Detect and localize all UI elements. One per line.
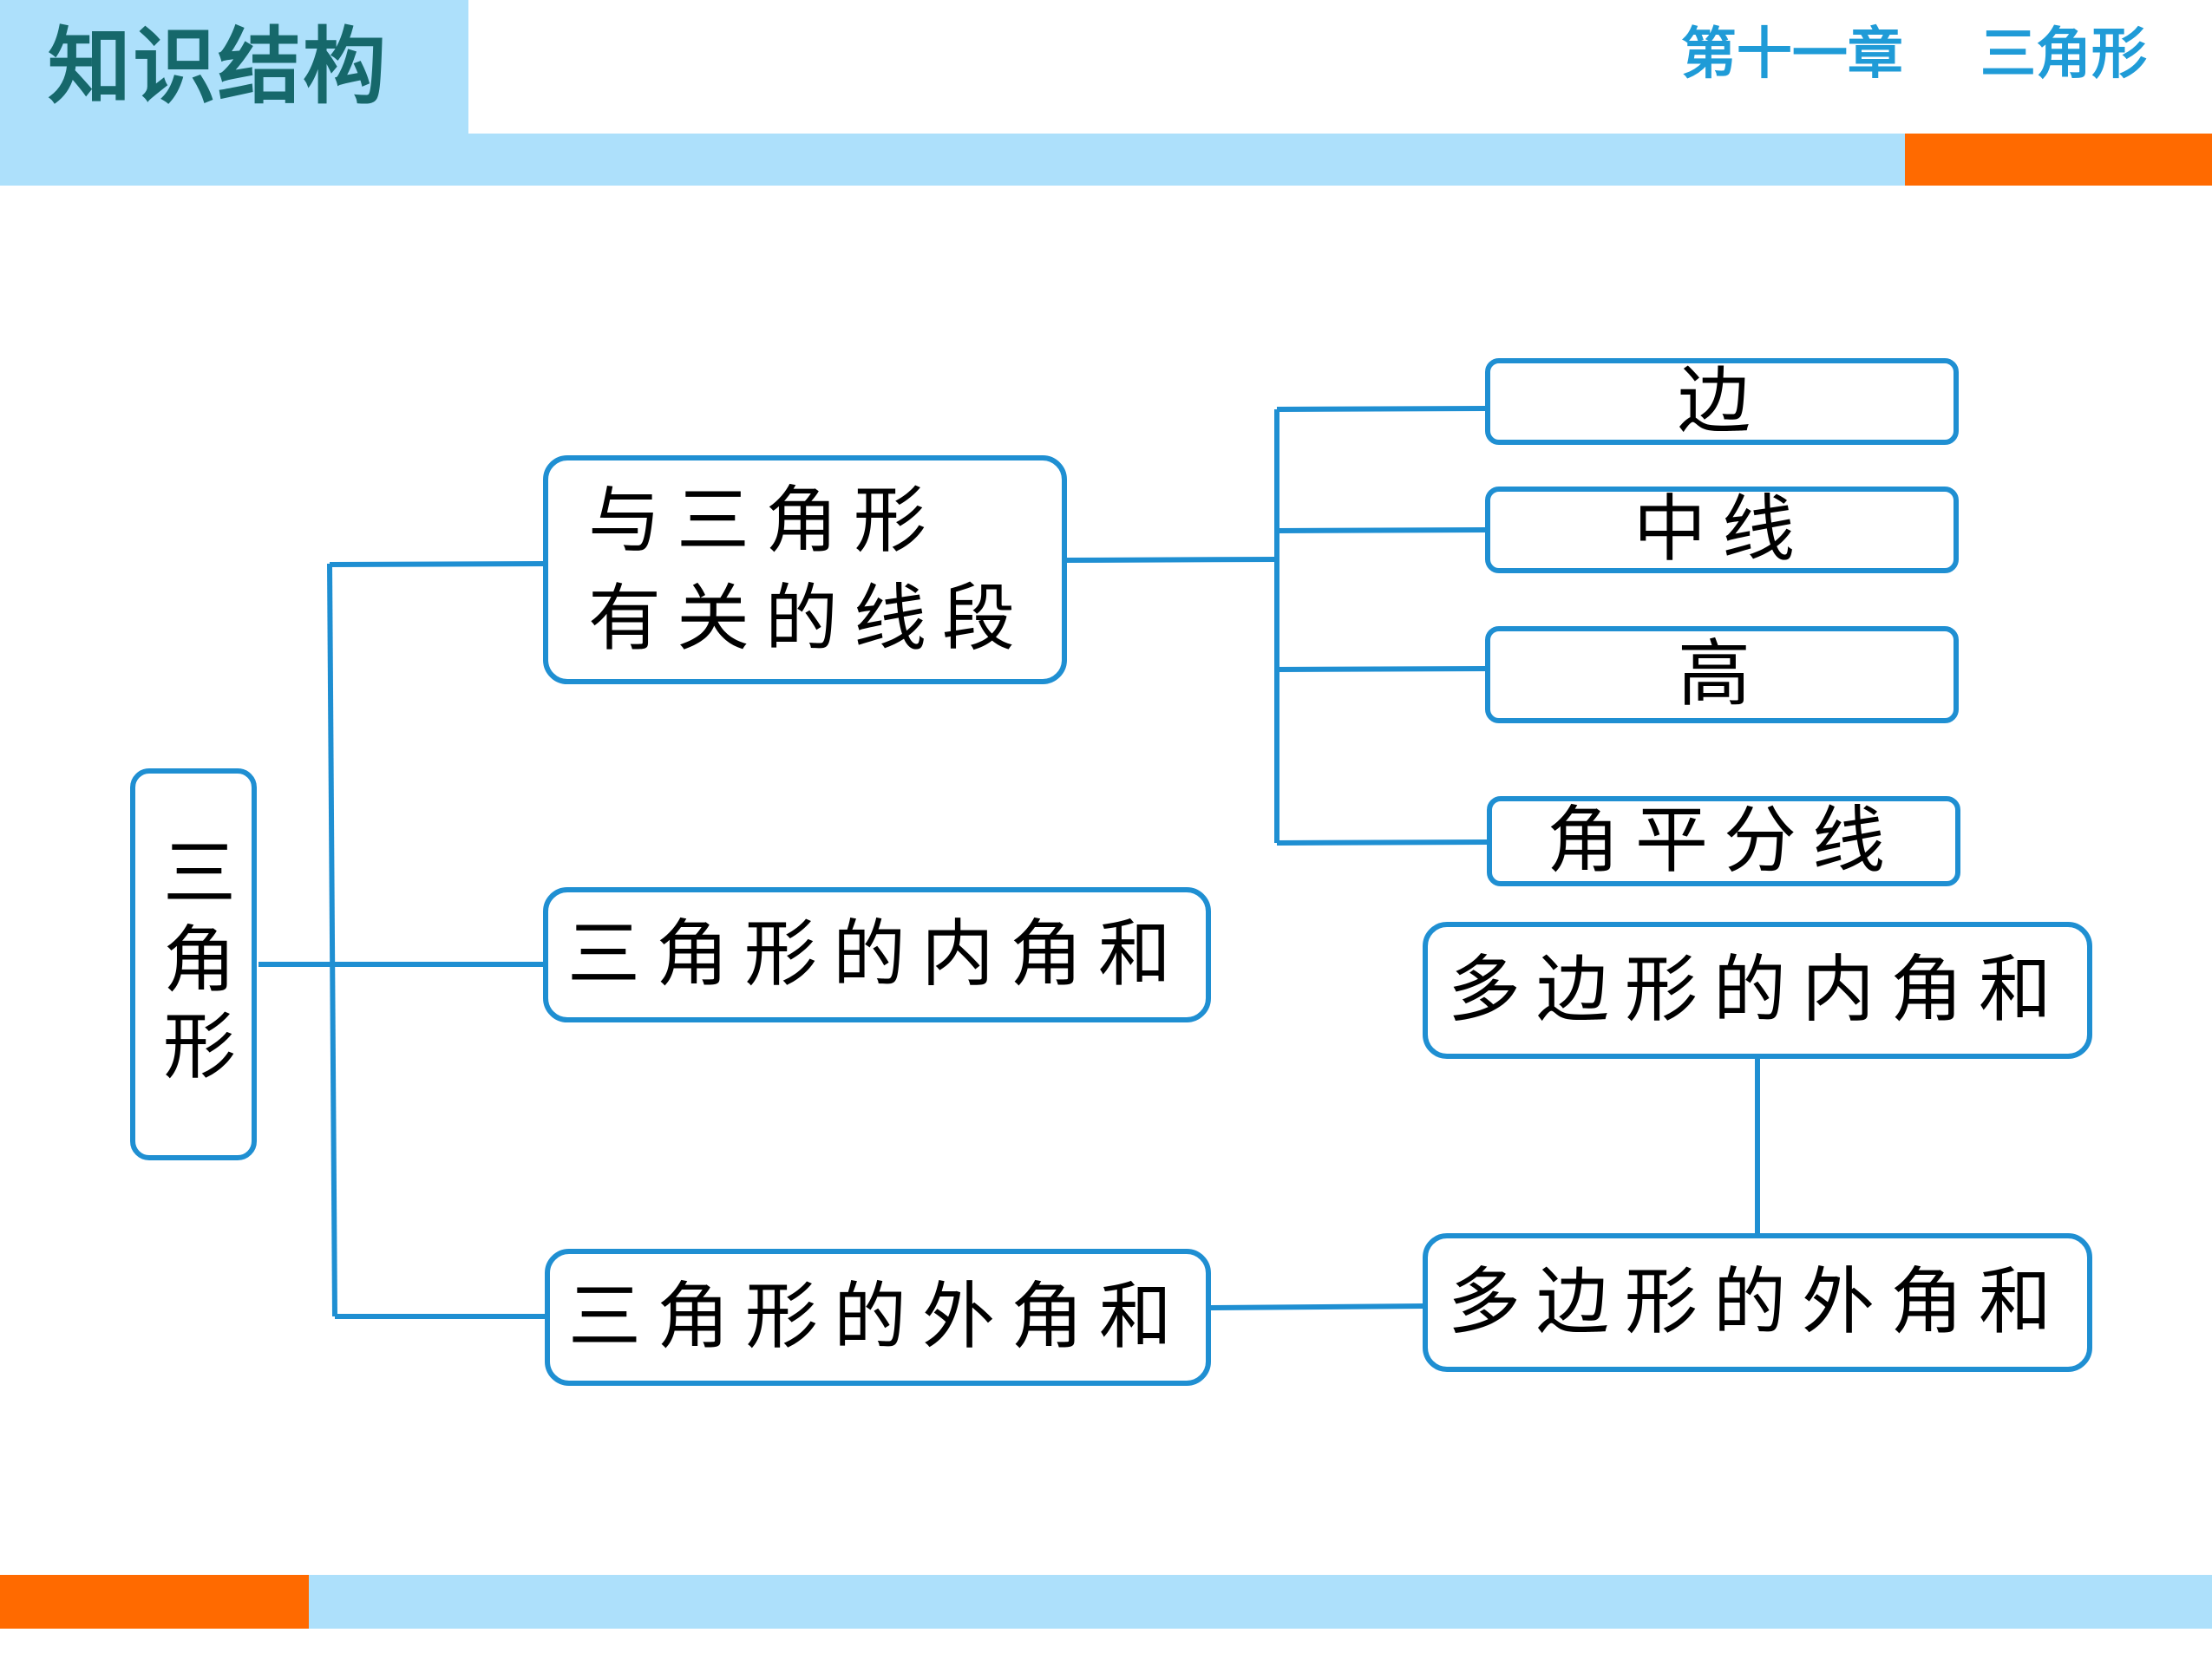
branch-segments bbox=[329, 561, 546, 567]
node-side: 边 bbox=[1485, 358, 1959, 445]
segments-label-line1: 与三角形 bbox=[588, 477, 943, 563]
root-label: 三角形 bbox=[151, 834, 237, 1094]
node-angle-bisector: 角平分线 bbox=[1487, 796, 1960, 886]
node-median: 中线 bbox=[1485, 487, 1959, 573]
branch-bisector bbox=[1276, 839, 1489, 846]
branch-side bbox=[1276, 406, 1488, 412]
node-polygon-interior-sum: 多边形的内角和 bbox=[1423, 922, 2092, 1059]
branch-median bbox=[1276, 527, 1488, 533]
node-triangle-interior-sum: 三角形的内角和 bbox=[543, 887, 1211, 1022]
angle-bisector-label: 角平分线 bbox=[1546, 798, 1901, 884]
node-polygon-exterior-sum: 多边形的外角和 bbox=[1423, 1233, 2092, 1372]
median-label: 中线 bbox=[1633, 487, 1810, 572]
section-title: 知识结构 bbox=[48, 18, 388, 115]
side-label: 边 bbox=[1677, 358, 1766, 444]
exterior-to-polygon bbox=[1207, 1303, 1425, 1310]
segments-label-line2: 有关的线段 bbox=[588, 576, 1031, 661]
node-triangle-exterior-sum: 三角形的外角和 bbox=[545, 1249, 1211, 1386]
node-related-segments: 与三角形 有关的线段 bbox=[543, 455, 1067, 684]
exterior-sum-label: 三角形的外角和 bbox=[567, 1274, 1188, 1360]
height-label: 高 bbox=[1677, 631, 1766, 717]
footer-band bbox=[0, 1575, 2212, 1629]
header-band bbox=[0, 134, 2212, 186]
segments-connector bbox=[1064, 557, 1278, 563]
header-accent-bar bbox=[1905, 134, 2212, 186]
interior-sum-label: 三角形的内角和 bbox=[566, 911, 1187, 997]
chapter-title: 第十一章 三角形 bbox=[1680, 23, 2147, 87]
footer-accent-bar bbox=[0, 1575, 309, 1629]
trunk-line bbox=[327, 563, 337, 1317]
polygon-interior-label: 多边形的内角和 bbox=[1447, 947, 2067, 1033]
node-height: 高 bbox=[1485, 626, 1959, 723]
polygon-exterior-label: 多边形的外角和 bbox=[1447, 1259, 2067, 1345]
node-triangle-root: 三角形 bbox=[130, 768, 257, 1160]
section-title-tab bbox=[0, 0, 468, 134]
